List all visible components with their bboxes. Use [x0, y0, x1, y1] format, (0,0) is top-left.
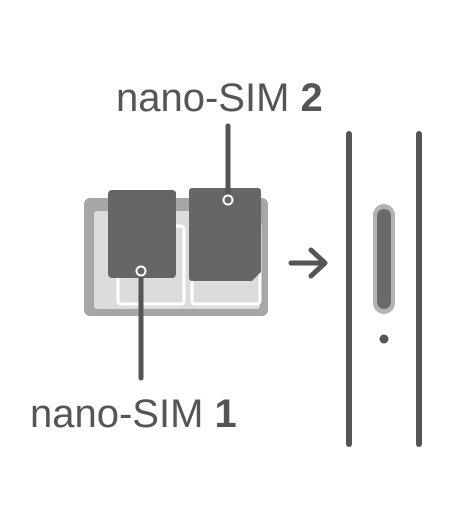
- nano-sim-2-label: nano-SIM 2: [116, 78, 323, 118]
- nano-sim-1-number: 1: [214, 392, 237, 436]
- nano-sim-1-leader-dot: [135, 265, 147, 277]
- nano-sim-2-text: nano-SIM: [116, 76, 301, 120]
- nano-sim-1-text: nano-SIM: [30, 392, 215, 436]
- eject-pin-hole: [379, 334, 389, 344]
- nano-sim-2-card: [189, 188, 261, 281]
- right-arrow-icon: [288, 247, 328, 279]
- nano-sim-1-card-body: [108, 190, 176, 278]
- nano-sim-2-leader-dot: [222, 194, 234, 206]
- nano-sim-1-label: nano-SIM 1: [30, 394, 237, 434]
- phone-sim-slot: [377, 209, 391, 309]
- nano-sim-2-number: 2: [300, 76, 323, 120]
